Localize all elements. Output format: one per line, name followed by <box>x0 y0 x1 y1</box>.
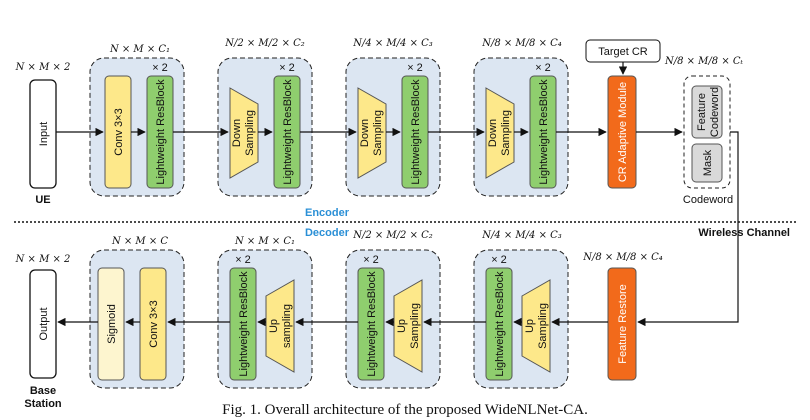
decoder-label: Decoder <box>305 227 350 239</box>
resblock-label: Lightweight ResBlock <box>366 271 378 377</box>
resblock-label: Lightweight ResBlock <box>282 79 294 185</box>
enc-dim-4: N/8 × M/8 × C₄ <box>481 38 562 49</box>
resblock-label: Lightweight ResBlock <box>238 271 250 377</box>
up-label-1: Up <box>268 319 280 333</box>
sigmoid-block <box>97 267 125 381</box>
sigmoid-label: Sigmoid <box>106 304 118 344</box>
wireless-channel-label: Wireless Channel <box>698 227 790 239</box>
down-sampling-block <box>357 87 387 179</box>
conv-label: Conv 3×3 <box>148 300 160 347</box>
dec-dim-3: N/2 × M/2 × C₂ <box>352 230 433 241</box>
feature-restore-label: Feature Restore <box>617 284 629 363</box>
feature-label-2: Codeword <box>709 87 721 137</box>
resblock-label: Lightweight ResBlock <box>155 79 167 185</box>
enc-dim-3: N/4 × M/4 × C₃ <box>352 38 433 49</box>
output-dim-label: N × M × 2 <box>15 254 71 265</box>
mask-block <box>691 143 723 183</box>
resblock-label: Lightweight ResBlock <box>538 79 550 185</box>
down-label-1: Down <box>487 119 499 147</box>
output-block <box>29 269 57 379</box>
conv-block <box>139 267 167 381</box>
feature-restore-block <box>607 267 637 381</box>
resblock-label: Lightweight ResBlock <box>494 271 506 377</box>
times2-label: × 2 <box>535 62 551 74</box>
down-sampling-block <box>485 87 515 179</box>
up-label-2: Sampling <box>537 303 549 349</box>
times2-label: × 2 <box>363 254 379 266</box>
codeword-dim: N/8 × M/8 × Cₜ <box>664 56 744 67</box>
encoder-arrows <box>56 127 739 327</box>
times2-label: × 2 <box>235 254 251 266</box>
down-sampling-block <box>229 87 259 179</box>
times2-label: × 2 <box>279 62 295 74</box>
down-label-2: Sampling <box>372 110 384 156</box>
resblock <box>485 267 513 381</box>
restore-dim: N/8 × M/8 × C₄ <box>582 252 663 263</box>
mask-label: Mask <box>702 149 714 176</box>
target-cr-label: Target CR <box>598 46 648 58</box>
times2-label: × 2 <box>407 62 423 74</box>
figure-caption: Fig. 1. Overall architecture of the prop… <box>222 402 588 418</box>
enc-dim-2: N/2 × M/2 × C₂ <box>224 38 305 49</box>
down-label-1: Down <box>231 119 243 147</box>
dec-dim-2: N × M × C₁ <box>234 236 295 247</box>
output-label: Output <box>38 307 50 340</box>
ue-label: UE <box>35 194 50 206</box>
input-label: Input <box>38 122 50 146</box>
base-station-label-1: Base <box>30 385 56 397</box>
resblock-label: Lightweight ResBlock <box>410 79 422 185</box>
up-label-2: Sampling <box>409 303 421 349</box>
input-dim-label: N × M × 2 <box>15 62 71 73</box>
down-label-2: Sampling <box>500 110 512 156</box>
up-label-1: Up <box>524 319 536 333</box>
resblock <box>357 267 385 381</box>
down-label-2: Sampling <box>244 110 256 156</box>
cr-module-label: CR Adaptive Module <box>617 82 629 182</box>
dec-dim-4: N/4 × M/4 × C₃ <box>481 230 562 241</box>
dec-dim-1: N × M × C <box>111 236 168 247</box>
encoder-label: Encoder <box>305 207 350 219</box>
times2-label: × 2 <box>152 62 168 74</box>
feature-label-1: Feature <box>696 93 708 131</box>
up-label-2: sampling <box>281 304 293 348</box>
down-label-1: Down <box>359 119 371 147</box>
feature-codeword-block <box>691 85 723 139</box>
up-sampling-block <box>265 279 295 373</box>
up-sampling-block <box>521 279 551 373</box>
wireless-channel-arrow <box>637 131 739 327</box>
enc-dim-1: N × M × C₁ <box>109 44 170 55</box>
input-block <box>29 79 57 189</box>
base-station-label-2: Station <box>24 398 62 410</box>
resblock <box>229 267 257 381</box>
times2-label: × 2 <box>491 254 507 266</box>
up-label-1: Up <box>396 319 408 333</box>
codeword-label: Codeword <box>683 194 733 206</box>
up-sampling-block <box>393 279 423 373</box>
conv-label: Conv 3×3 <box>113 108 125 155</box>
